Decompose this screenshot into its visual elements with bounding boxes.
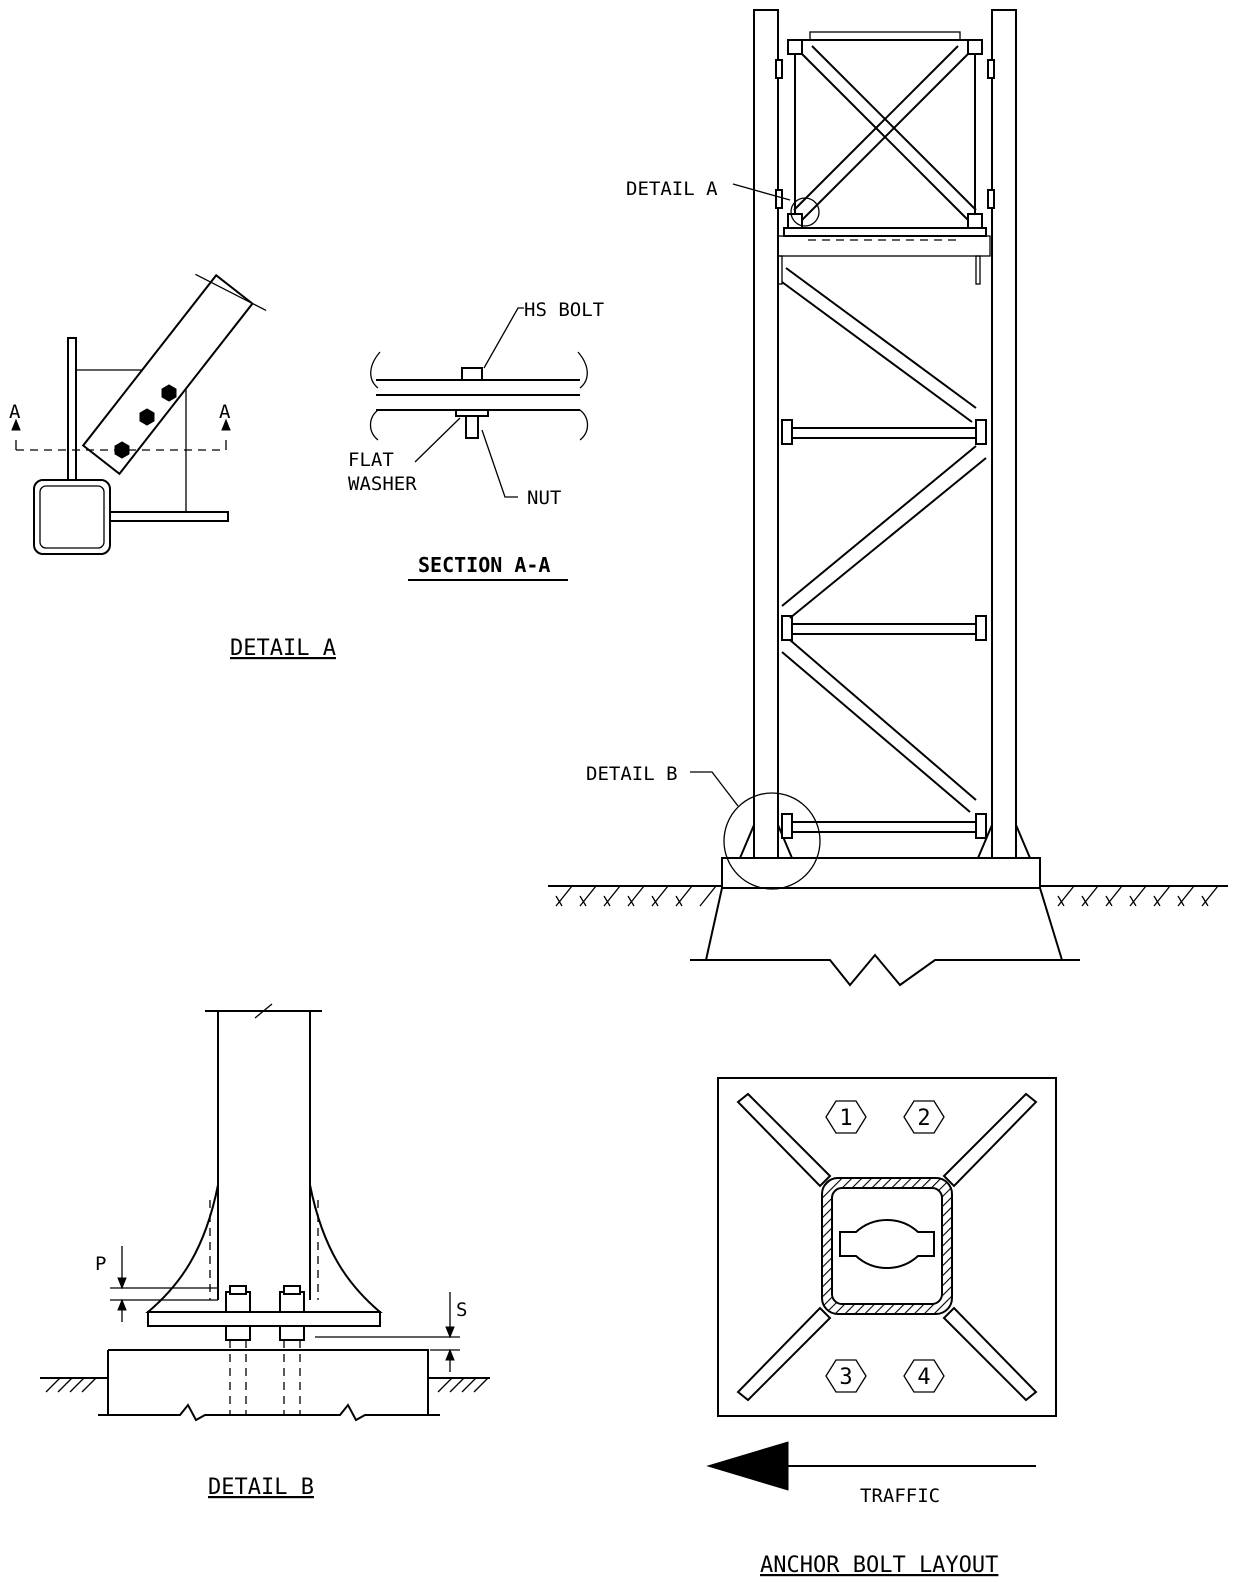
detail-a-title: DETAIL A: [230, 636, 336, 661]
flat-washer-label-2: WASHER: [348, 473, 417, 495]
hs-bolt-label: HS BOLT: [524, 299, 604, 321]
dim-s-label: S: [456, 1299, 467, 1321]
top-box-truss: [775, 31, 995, 285]
traffic-arrow-icon: [706, 1441, 1036, 1491]
section-mark-left: A: [9, 401, 21, 423]
detail-b-callout: DETAIL B: [586, 763, 678, 785]
traffic-label: TRAFFIC: [860, 1485, 940, 1507]
anchor-bolt-hex-3: [825, 1359, 867, 1393]
anchor-bolt-hex-2: [903, 1100, 945, 1134]
flat-washer-label-1: FLAT: [348, 449, 394, 471]
foundation: [690, 857, 1080, 987]
anchor-bolt-hex-4: [903, 1359, 945, 1393]
tower-elevation: [548, 9, 1228, 987]
section-mark-right: A: [219, 401, 231, 423]
anchor-bolt-label-1: 1: [839, 1106, 852, 1131]
anchor-bolt-layout-title: ANCHOR BOLT LAYOUT: [760, 1553, 998, 1578]
section-a-a-drawing: [369, 307, 589, 498]
detail-a-drawing: [11, 273, 267, 555]
anchor-bolt-hex-1: [825, 1100, 867, 1134]
nut-label: NUT: [527, 487, 561, 509]
left-post: [739, 9, 793, 859]
anchor-bolt-layout-drawing: [717, 1077, 1057, 1417]
diagonal-braces: [781, 267, 987, 813]
detail-b-title: DETAIL B: [208, 1475, 314, 1500]
anchor-bolt-label-2: 2: [917, 1106, 930, 1131]
anchor-bolt-label-4: 4: [917, 1365, 930, 1390]
detail-b-circle: [723, 792, 821, 890]
horizontal-struts: [781, 419, 987, 839]
anchor-bolt-label-3: 3: [839, 1365, 852, 1390]
section-a-a-title: SECTION A-A: [418, 553, 550, 577]
detail-b-drawing: [40, 1003, 490, 1422]
detail-a-callout: DETAIL A: [626, 178, 718, 200]
right-post: [977, 9, 1031, 859]
ground-line-right: [548, 885, 1228, 907]
dim-p-label: P: [95, 1253, 106, 1275]
detail-a-circle: [790, 197, 820, 227]
